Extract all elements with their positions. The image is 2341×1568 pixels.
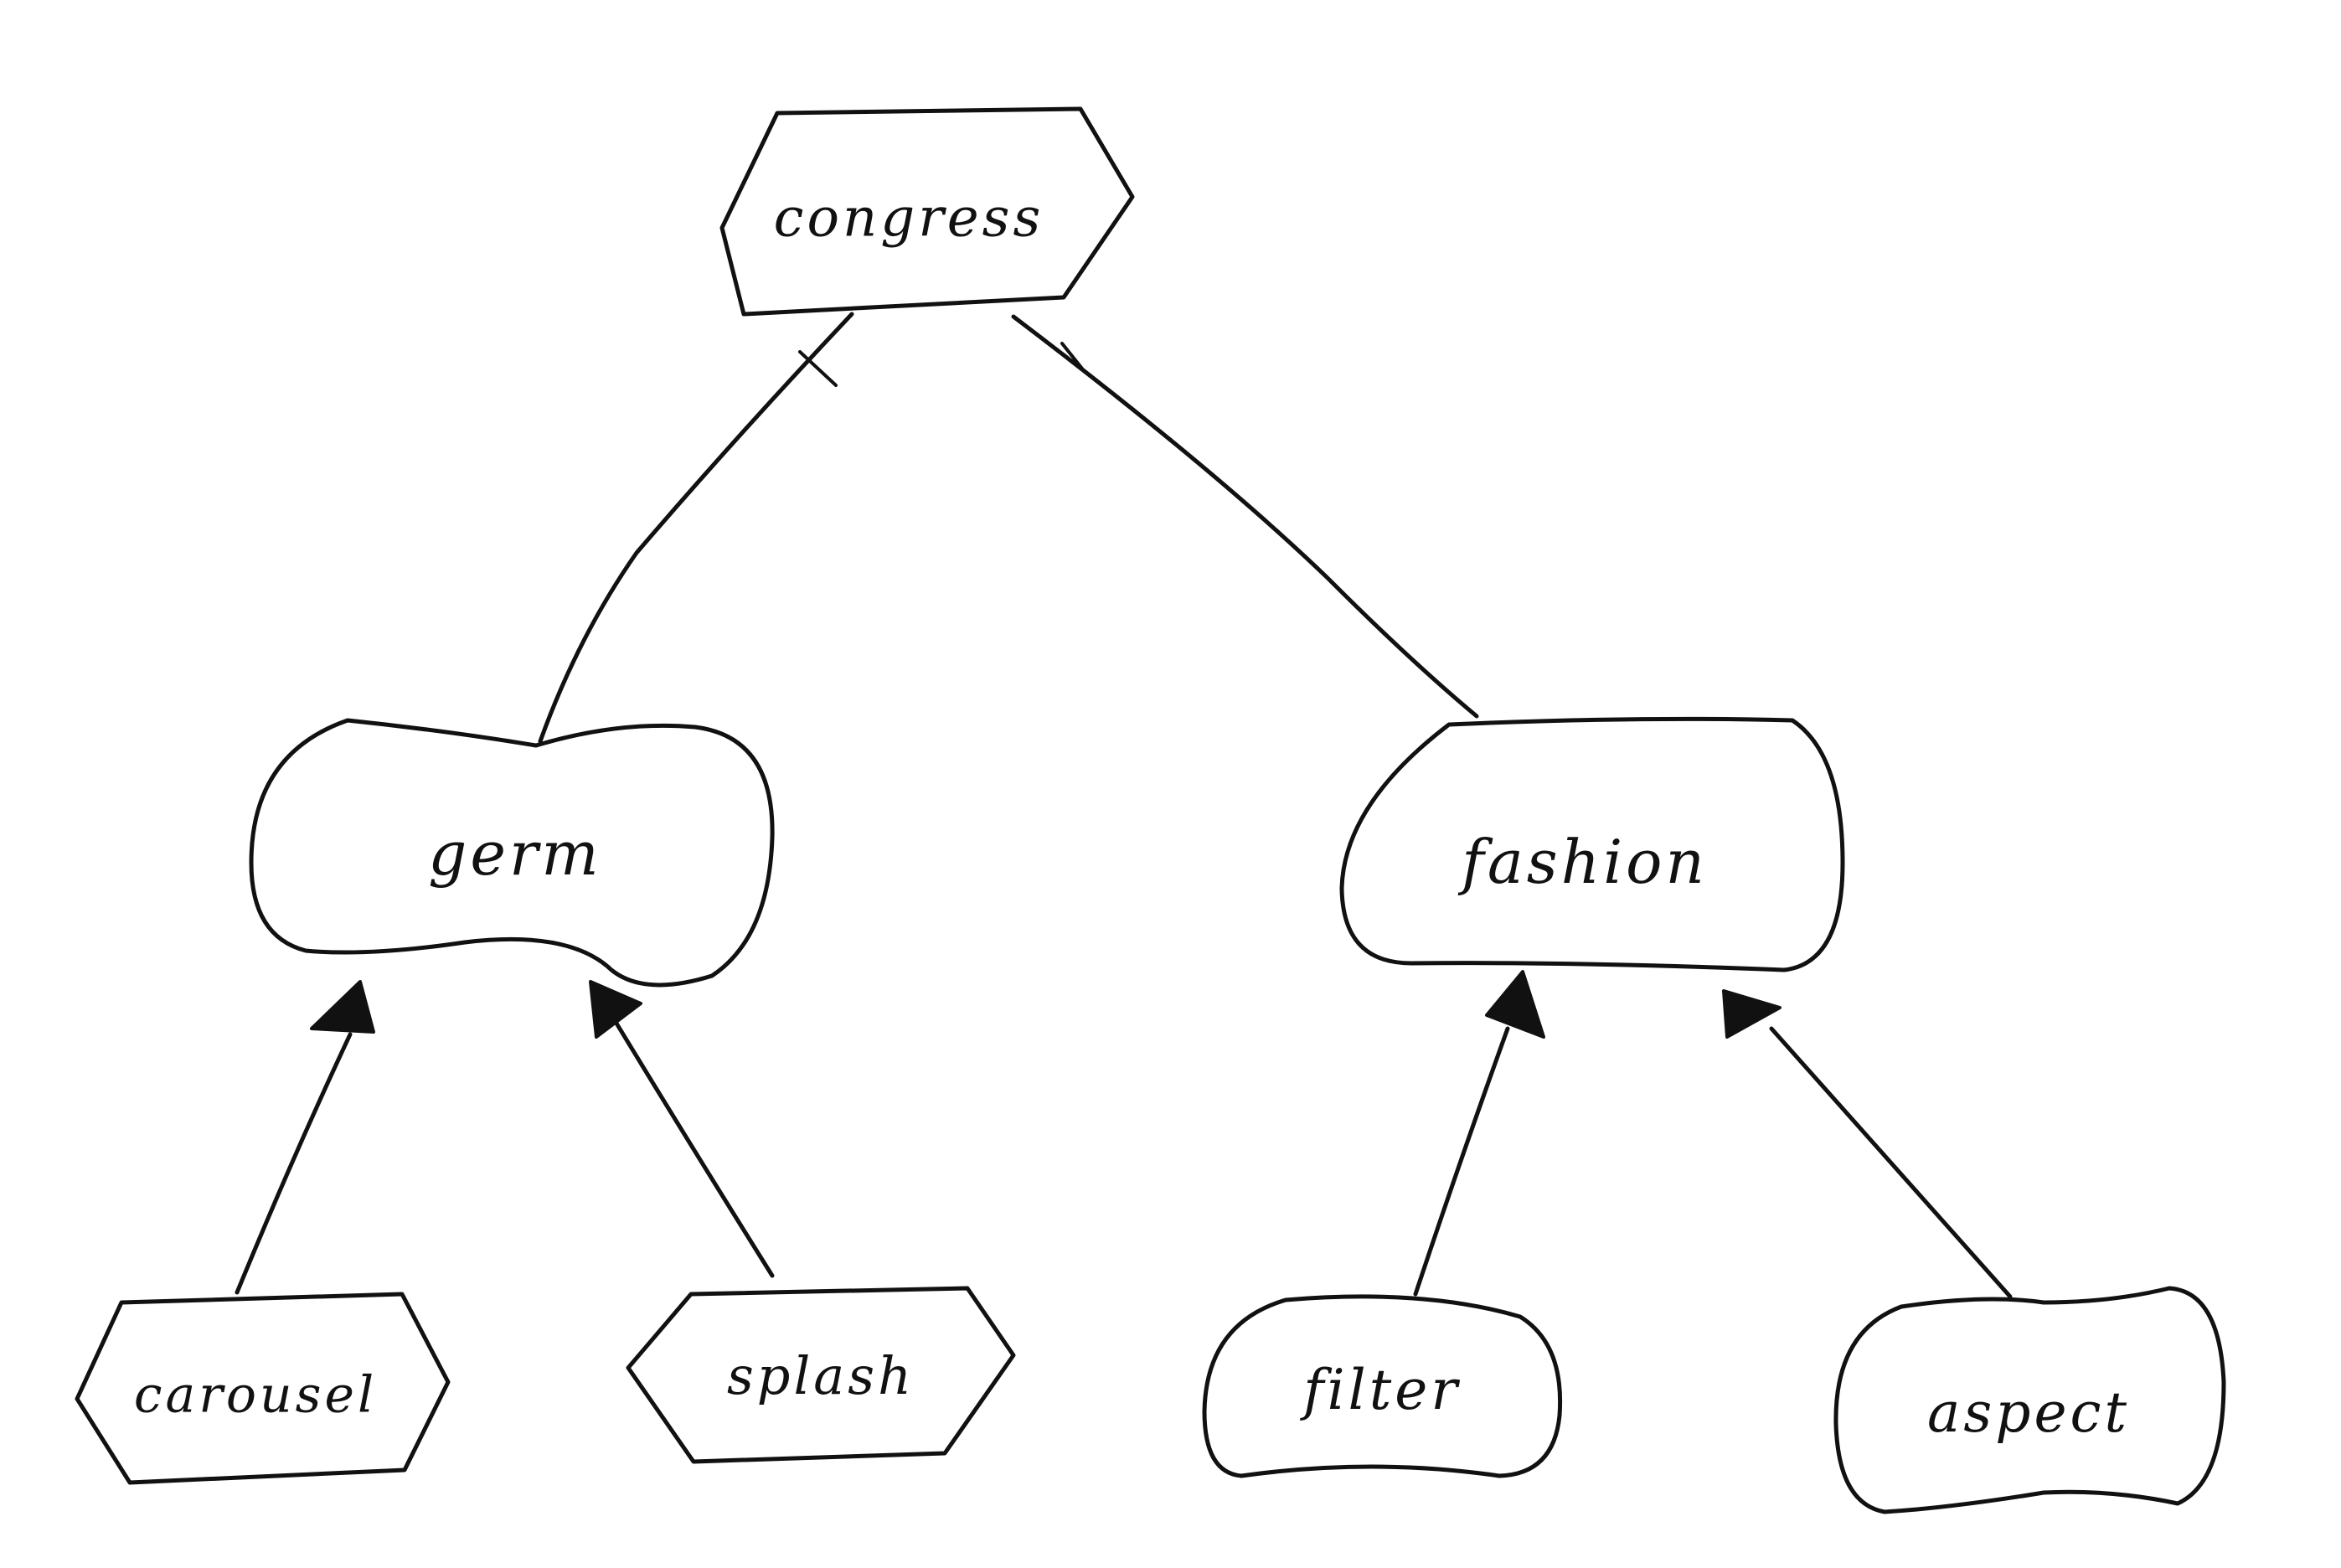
node-label-splash: splash [727,1345,915,1406]
edge-filter-fashion [1413,970,1545,1297]
edge-congress-germ [538,312,854,744]
nodes: congress germ fashion carousel splash fi… [75,106,2226,1514]
node-shape [1833,1286,2226,1514]
node-congress[interactable]: congress [719,106,1135,317]
node-filter[interactable]: filter [1202,1294,1563,1478]
node-shape [719,106,1135,317]
node-shape [1202,1294,1563,1478]
node-label-aspect: aspect [1927,1380,2130,1445]
node-label-carousel: carousel [134,1366,377,1425]
node-shape [1339,716,1845,972]
edges [235,312,2013,1299]
arrowhead [589,980,642,1039]
node-shape [75,1292,451,1485]
arrowhead [1722,989,1782,1039]
edge-carousel-germ [235,980,375,1295]
node-germ[interactable]: germ [249,718,775,988]
node-splash[interactable]: splash [626,1286,1016,1464]
node-label-filter: filter [1299,1358,1461,1422]
arrowhead [1485,970,1545,1039]
node-label-fashion: fashion [1457,827,1708,897]
node-label-congress: congress [774,188,1044,250]
edge-tick-mark [1060,342,1084,370]
node-aspect[interactable]: aspect [1833,1286,2226,1514]
edge-congress-fashion [1011,314,1479,719]
arrowhead [310,980,375,1034]
edge-tick-mark [798,350,838,387]
node-shape [249,718,775,988]
node-shape [626,1286,1016,1464]
node-fashion[interactable]: fashion [1339,716,1845,972]
edge-splash-germ [589,980,775,1278]
node-label-germ: germ [428,818,601,889]
edge-aspect-fashion [1722,989,2013,1299]
node-carousel[interactable]: carousel [75,1292,451,1485]
